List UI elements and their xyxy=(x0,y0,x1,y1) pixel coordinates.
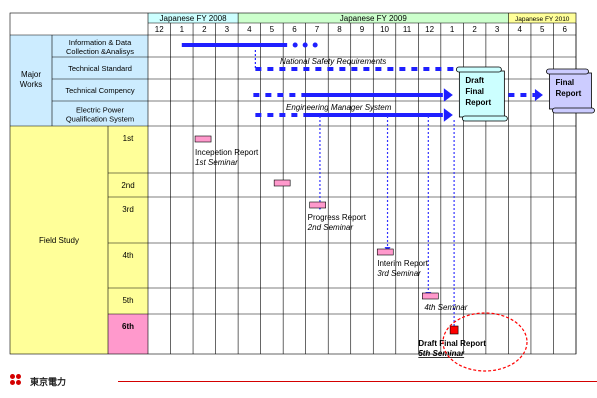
draft-final-report-scroll-label: Report xyxy=(465,98,491,107)
month-label: 12 xyxy=(425,25,434,34)
data-collection-dot xyxy=(302,42,308,48)
major-row-label: Electric Power xyxy=(76,106,124,115)
month-label: 7 xyxy=(315,25,320,34)
field-row-label: 6th xyxy=(122,322,134,331)
field-study-label: Field Study xyxy=(39,236,79,245)
month-label: 3 xyxy=(495,25,500,34)
milestone-label: Incepetion Report xyxy=(195,148,259,157)
month-label: 10 xyxy=(380,25,389,34)
final-report-scroll-roll-top xyxy=(546,68,589,75)
major-row-label: Technical Standard xyxy=(68,64,132,73)
tepco-mark-icon xyxy=(10,374,24,388)
arrow-head xyxy=(443,108,453,122)
milestone-label: 4th Seminar xyxy=(424,303,467,312)
month-label: 1 xyxy=(180,25,185,34)
major-works-label-line2: Works xyxy=(20,80,43,89)
arrow-head xyxy=(534,89,543,101)
milestone-label: Draft Final Report xyxy=(418,339,486,348)
milestone-label: Progress Report xyxy=(308,213,367,222)
fy-header-cell-2 xyxy=(508,13,576,23)
milestone-label: Interim Report xyxy=(377,259,428,268)
tepco-logo: 東京電力 xyxy=(10,374,66,388)
major-row-label-line2: Qualification System xyxy=(66,115,134,124)
month-label: 8 xyxy=(337,25,342,34)
milestone-bar xyxy=(376,248,394,256)
brand-name: 東京電力 xyxy=(30,377,67,388)
final-report-scroll-label: Report xyxy=(555,89,581,98)
milestone-label: 5th Seminar xyxy=(418,349,465,358)
month-label: 1 xyxy=(450,25,455,34)
draft-final-report-scroll-label: Draft xyxy=(465,76,484,85)
field-row-label: 1st xyxy=(123,134,134,143)
milestone-bar xyxy=(422,292,439,300)
national-safety-annotation: National Safety Requirements xyxy=(280,57,386,66)
fy-header-cell-1 xyxy=(238,13,509,23)
final-report-scroll xyxy=(549,72,592,110)
month-label: 6 xyxy=(292,25,297,34)
month-label: 2 xyxy=(202,25,207,34)
month-label: 5 xyxy=(540,25,545,34)
major-works-label: Major xyxy=(21,70,41,79)
engineering-manager-annotation: Engineering Manager System xyxy=(286,103,392,112)
milestone-bar xyxy=(449,325,459,335)
month-label: 4 xyxy=(517,25,522,34)
draft-final-report-scroll-roll-bottom xyxy=(461,115,508,122)
draft-final-report-scroll-roll-top xyxy=(455,66,502,73)
fy-label: Japanese FY 2008 xyxy=(160,14,228,23)
major-works-label-bg xyxy=(10,35,148,126)
data-collection-dot xyxy=(292,42,298,48)
milestone-bar xyxy=(273,179,291,187)
month-label: 2 xyxy=(472,25,477,34)
data-collection-dot xyxy=(312,42,318,48)
field-row-label: 4th xyxy=(122,251,133,260)
month-label: 4 xyxy=(247,25,252,34)
milestone-bar xyxy=(194,135,212,143)
milestone-label: 1st Seminar xyxy=(195,158,238,167)
month-label: 6 xyxy=(563,25,568,34)
month-label: 3 xyxy=(225,25,230,34)
major-row-label: Technical Compency xyxy=(65,86,134,95)
draft-final-highlight-ellipse xyxy=(442,312,528,372)
month-label: 11 xyxy=(403,25,412,34)
month-label: 12 xyxy=(155,25,164,34)
milestone-label: 3rd Seminar xyxy=(377,269,421,278)
month-label: 5 xyxy=(270,25,275,34)
draft-final-report-scroll xyxy=(458,70,505,118)
final-report-scroll-label: Final xyxy=(555,78,574,87)
milestone-bar xyxy=(309,201,326,209)
milestone-label: 2nd Seminar xyxy=(307,223,354,232)
arrow-head xyxy=(443,88,453,102)
fy-header-cell-0 xyxy=(148,13,239,23)
final-report-scroll-roll-bottom xyxy=(552,107,595,114)
major-row-label-line2: Collection &Analisys xyxy=(66,47,134,56)
sixth-row-label-bg xyxy=(108,314,148,354)
fy-label: Japanese FY 2009 xyxy=(340,14,408,23)
month-label: 9 xyxy=(360,25,365,34)
field-row-label: 2nd xyxy=(121,181,134,190)
field-row-label: 3rd xyxy=(122,205,134,214)
footer-divider xyxy=(118,381,597,382)
fy-label: Japanese FY 2010 xyxy=(515,16,570,23)
field-row-label: 5th xyxy=(122,296,133,305)
draft-final-report-scroll-label: Final xyxy=(465,87,484,96)
schedule-diagram: Japanese FY 2008 Japanese FY 2009 Japanese… xyxy=(9,12,595,372)
major-row-label: Information & Data xyxy=(69,38,132,47)
